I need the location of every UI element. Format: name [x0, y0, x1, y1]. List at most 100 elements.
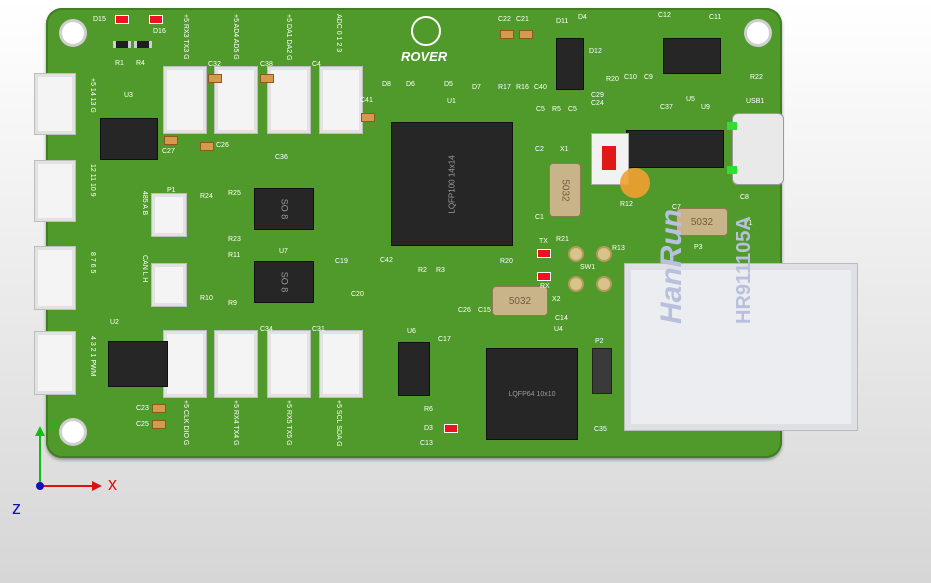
conn-bottom-2-label: +5 RX4 TX4 G	[232, 400, 239, 446]
label-x2: X2	[552, 296, 561, 303]
rj45-part-text: HR911105A	[733, 216, 755, 324]
axis-z-origin	[36, 482, 44, 490]
ic-u6-regulator	[398, 342, 430, 396]
label-d7: D7	[472, 84, 481, 91]
conn-bottom-1[interactable]	[163, 330, 207, 398]
label-r20: R20	[500, 258, 513, 265]
axes-gizmo	[35, 426, 102, 491]
conn-top-1-label: +5 RX3 TX3 G	[182, 14, 189, 60]
label-c42: C42	[380, 257, 393, 264]
label-r4: R4	[136, 60, 145, 67]
label-x1: X1	[560, 146, 569, 153]
led-d15	[115, 15, 129, 24]
ic-u9	[626, 130, 724, 168]
label-c26b: C26	[458, 307, 471, 314]
label-c23: C23	[136, 405, 149, 412]
label-u3: U3	[124, 92, 133, 99]
label-d16: D16	[153, 28, 166, 35]
resistor-r4	[134, 41, 152, 48]
axis-z-label: z	[12, 498, 21, 518]
pad-sw1-4	[596, 276, 612, 292]
u4-package-text: LQFP64 10x10	[508, 390, 556, 398]
header-p2[interactable]	[592, 348, 612, 394]
conn-485[interactable]	[151, 193, 187, 237]
label-d5: D5	[444, 81, 453, 88]
header-left-2-label: 12 11 10 9	[89, 164, 96, 197]
ic-so8-b: SO 8	[254, 261, 314, 303]
mount-hole-tl	[62, 22, 84, 44]
led-rx	[537, 272, 551, 281]
rj45-connector[interactable]: HanRun HR911105A	[624, 209, 858, 431]
conn-bottom-4-label: +5 SCL SDA G	[335, 400, 342, 447]
conn-top-3-label: +5 DA1 DA2 G	[285, 14, 292, 61]
rj45-brand-text: HanRun	[655, 209, 688, 324]
label-r17: R17	[498, 84, 511, 91]
label-r22: R22	[750, 74, 763, 81]
axis-x-arrow	[92, 481, 102, 491]
label-r21: R21	[556, 236, 569, 243]
label-d15: D15	[93, 16, 106, 23]
label-c17: C17	[438, 336, 451, 343]
reset-button-cap[interactable]	[602, 146, 616, 170]
crystal-y1: 5032	[676, 208, 728, 236]
label-sw1: SW1	[580, 264, 596, 271]
axis-y-arrow	[35, 426, 45, 436]
label-r25: R25	[228, 190, 241, 197]
label-r12: R12	[620, 201, 633, 208]
usb-connector[interactable]	[727, 113, 784, 185]
label-c20: C20	[351, 291, 364, 298]
crystal-x1: 5032	[549, 163, 581, 217]
label-u2: U2	[110, 319, 119, 326]
label-c12: C12	[658, 12, 671, 19]
label-u7: U7	[279, 248, 288, 255]
header-left-4[interactable]	[34, 331, 76, 395]
conn-top-1[interactable]	[163, 66, 207, 134]
led-d16	[149, 15, 163, 24]
pcb-board[interactable]: +5 14 13 G 12 11 10 9 8 7 6 5 4 3 2 1 PW…	[34, 8, 858, 458]
label-c27: C27	[162, 148, 175, 155]
label-u9: U9	[701, 104, 710, 111]
axis-x-label: x	[108, 474, 117, 494]
label-r23: R23	[228, 236, 241, 243]
label-d6: D6	[406, 81, 415, 88]
label-c8: C8	[740, 194, 749, 201]
cap-c27	[164, 136, 178, 145]
u1-package-text: LQFP100 14x14	[447, 154, 457, 214]
label-c37: C37	[660, 104, 673, 111]
cap-c38	[260, 74, 274, 83]
label-c31: C31	[312, 326, 325, 333]
cap-c25	[152, 420, 166, 429]
conn-top-4-label: ADC 0 1 2 3	[335, 14, 342, 53]
label-c26: C26	[216, 142, 229, 149]
crystal-y1-text: 5032	[690, 216, 714, 228]
cap-c32	[208, 74, 222, 83]
label-c25: C25	[136, 421, 149, 428]
label-r5: R5	[552, 106, 561, 113]
header-left-3[interactable]	[34, 246, 76, 310]
label-r2: R2	[418, 267, 427, 274]
header-left-2[interactable]	[34, 160, 76, 222]
ic-u1-mcu: LQFP100 14x14	[391, 122, 513, 246]
conn-bottom-3[interactable]	[267, 330, 311, 398]
label-c21: C21	[516, 16, 529, 23]
conn-can[interactable]	[151, 263, 187, 307]
label-c13: C13	[420, 440, 433, 447]
label-c40: C40	[534, 84, 547, 91]
ic-so8-a: SO 8	[254, 188, 314, 230]
conn-bottom-4[interactable]	[319, 330, 363, 398]
label-c32: C32	[208, 61, 221, 68]
conn-top-3[interactable]	[267, 66, 311, 134]
ic-u4-mcu: LQFP64 10x10	[486, 348, 578, 440]
label-c5b: C5	[568, 106, 577, 113]
header-left-1[interactable]	[34, 73, 76, 135]
diode-d11	[556, 38, 584, 90]
led-tx	[537, 249, 551, 258]
label-r16: R16	[516, 84, 529, 91]
label-tx: TX	[539, 238, 548, 245]
label-p3: P3	[694, 244, 703, 251]
label-c11: C11	[709, 14, 722, 21]
label-u1: U1	[447, 98, 456, 105]
cap-c26	[200, 142, 214, 151]
conn-bottom-2[interactable]	[214, 330, 258, 398]
conn-top-4[interactable]	[319, 66, 363, 134]
